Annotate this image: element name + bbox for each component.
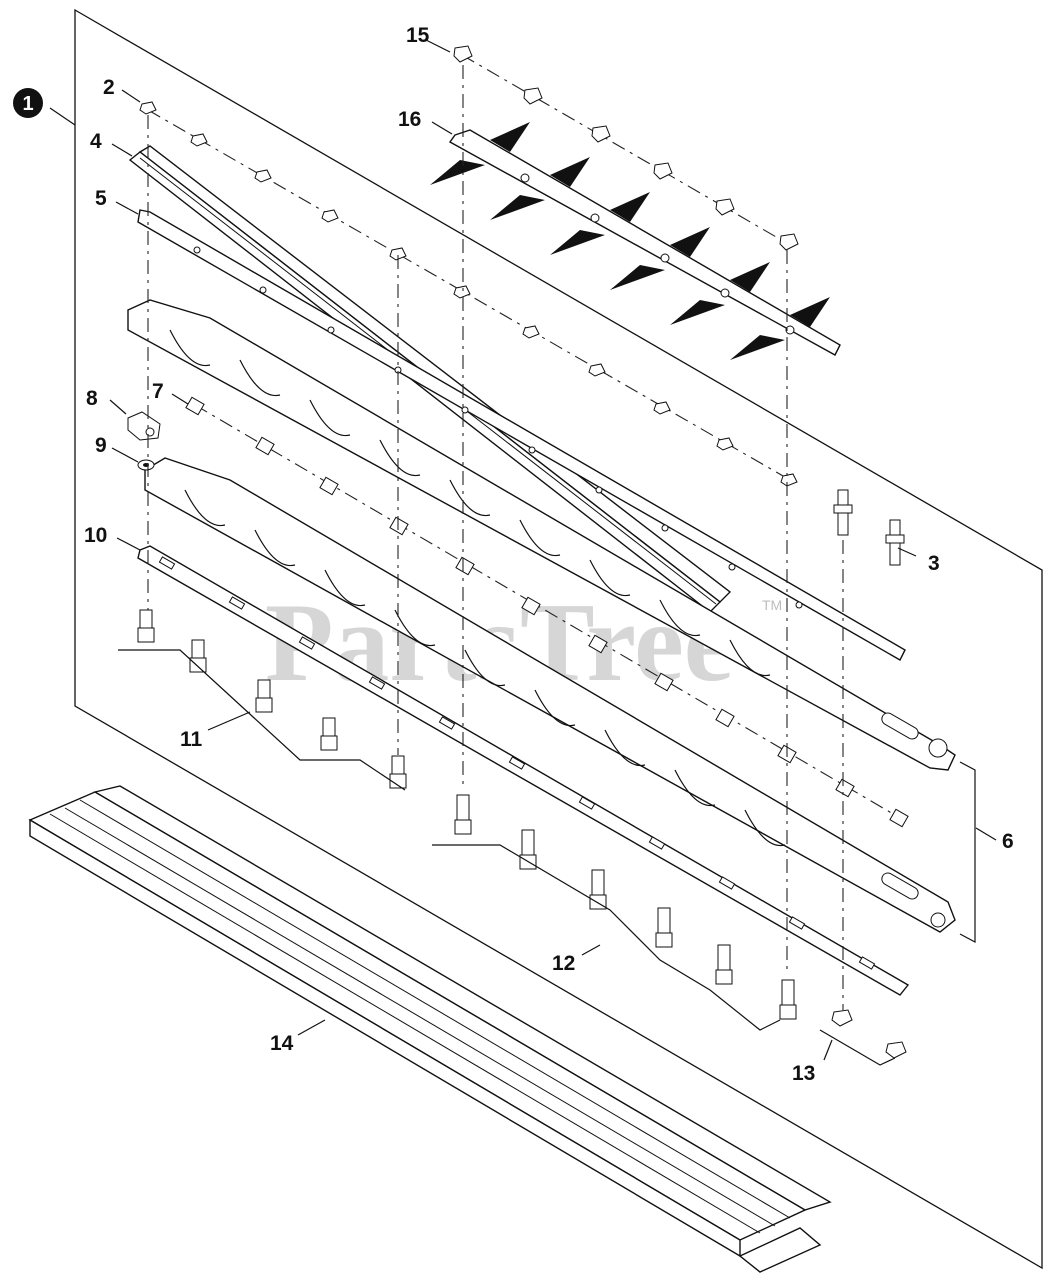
part-6-bracket	[959, 761, 976, 943]
callout-12: 12	[552, 952, 575, 975]
leader-lines	[49, 39, 997, 1061]
part-10-slotted-plate	[137, 545, 910, 996]
callout-1: 1	[22, 93, 33, 115]
alignment-lines	[147, 65, 844, 1010]
part-8-clip	[127, 411, 161, 441]
callout-10: 10	[84, 524, 107, 547]
main-callout-circle	[13, 88, 43, 118]
part-6-upper-blade	[127, 299, 956, 771]
callout-5: 5	[95, 187, 107, 210]
callout-16: 16	[398, 108, 421, 131]
callout-6: 6	[1002, 830, 1014, 853]
part-13-nuts	[819, 1009, 907, 1066]
part-11-bolts	[118, 609, 407, 791]
callout-13: 13	[792, 1062, 815, 1085]
callout-7: 7	[152, 380, 164, 403]
callout-2: 2	[103, 76, 115, 99]
callout-9: 9	[95, 434, 107, 457]
callouts: 1 2 4 5 8 7 9 10 15 16 3 6 11 12 14 13	[13, 24, 1014, 1085]
part-7-square-nuts	[185, 396, 909, 828]
part-14-guard-rail	[28, 785, 832, 1273]
callout-11: 11	[180, 728, 203, 751]
callout-14: 14	[270, 1032, 294, 1055]
part-5-gasket-strip	[137, 209, 906, 661]
assembly-boundary	[74, 8, 1043, 1270]
watermark-tm: TM	[762, 597, 782, 613]
part-3-studs	[833, 489, 905, 566]
callout-3: 3	[928, 552, 940, 575]
part-12-bolts	[432, 794, 797, 1031]
part-6-lower-blade	[144, 457, 956, 933]
part-9-washer	[137, 459, 155, 471]
part-16-cutter-bar	[430, 122, 841, 360]
part-2-nuts	[139, 101, 798, 487]
callout-4: 4	[90, 130, 102, 153]
part-15-nuts	[453, 45, 799, 251]
callout-8: 8	[86, 387, 98, 410]
callout-15: 15	[406, 24, 430, 47]
